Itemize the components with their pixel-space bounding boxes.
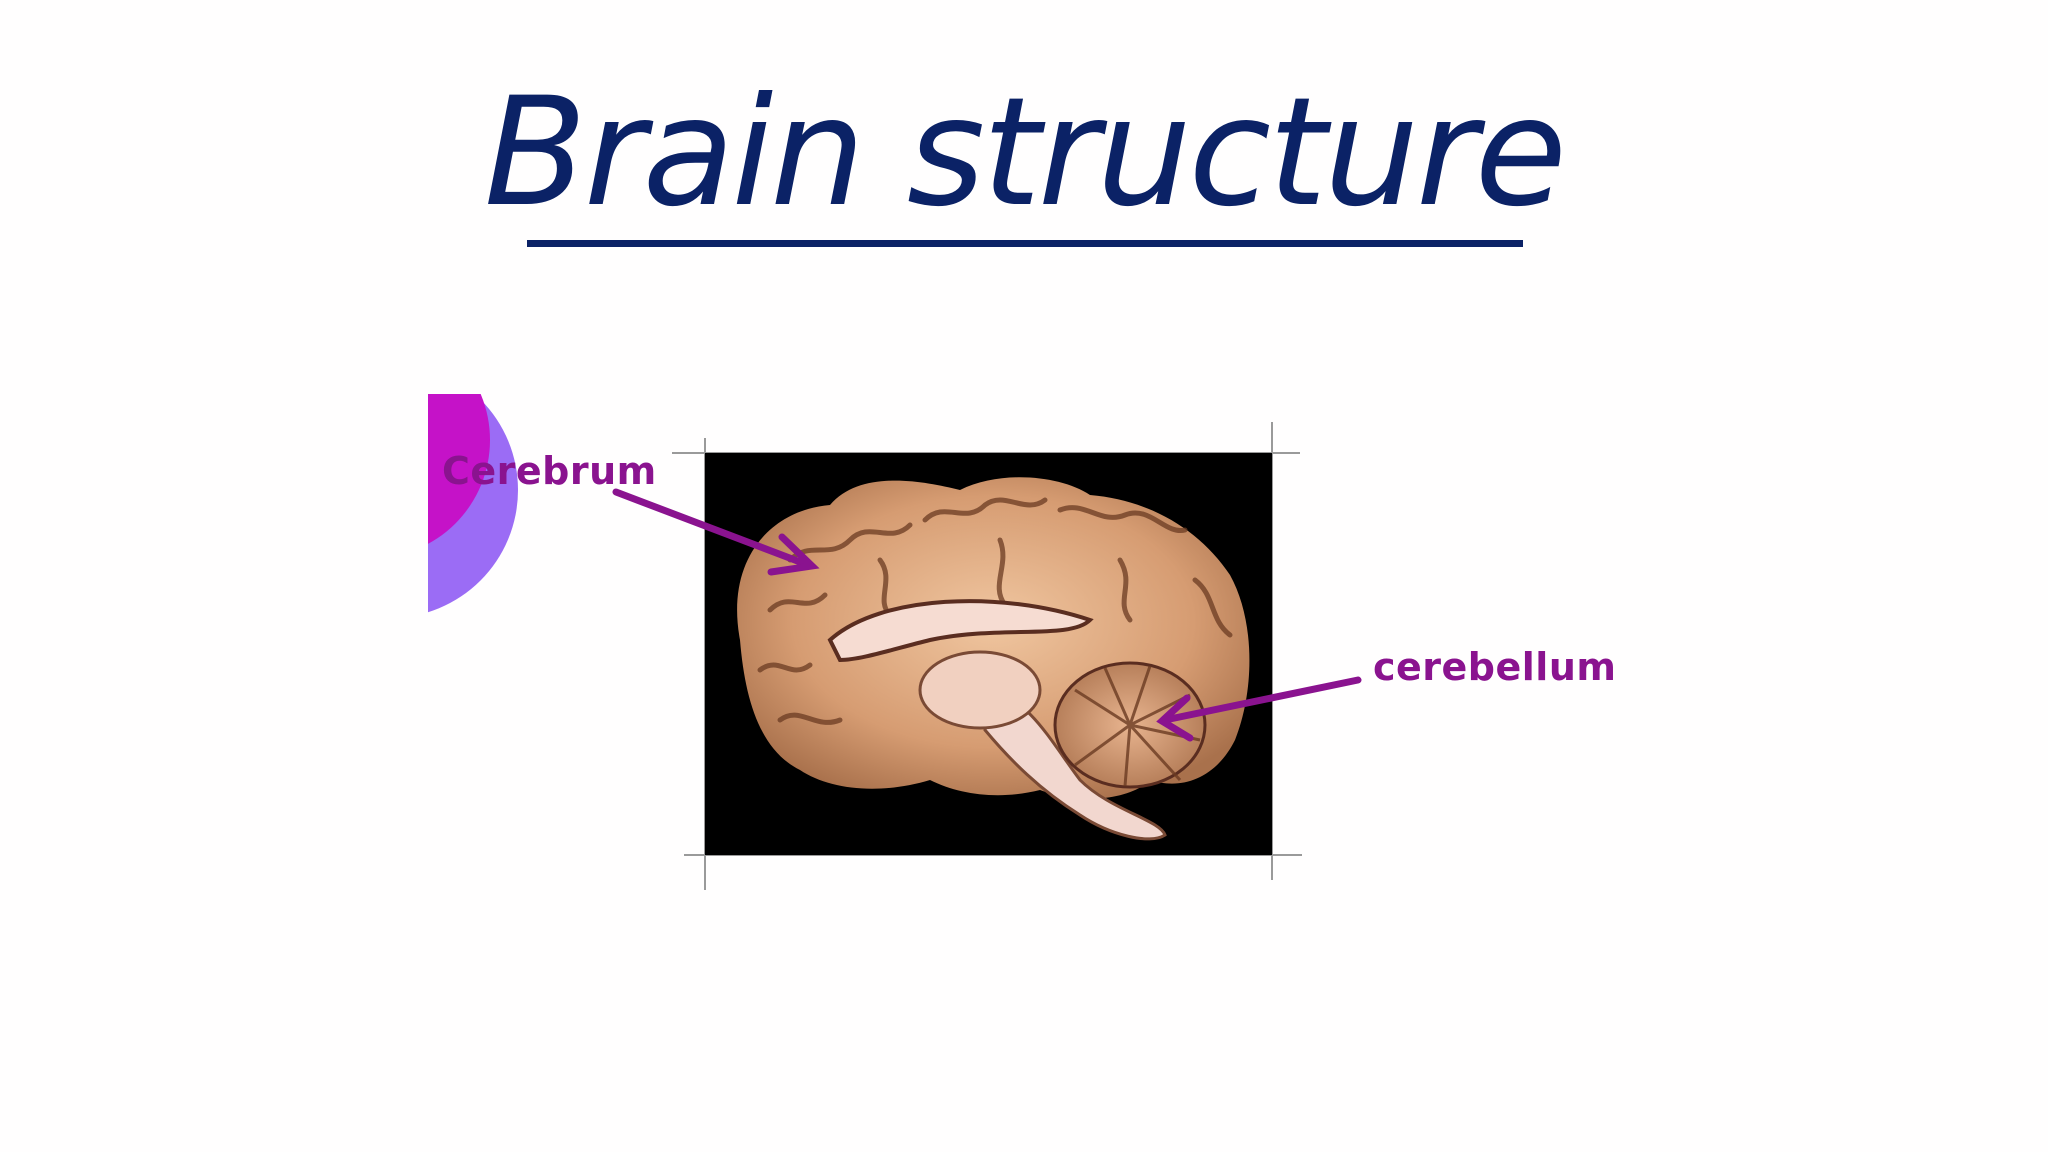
brain-illustration: [737, 477, 1250, 841]
cerebrum-label: Cerebrum: [442, 449, 657, 493]
decorative-circle-shape: [428, 394, 518, 613]
title-underline: [527, 240, 1523, 247]
cerebrum-arrow: [612, 488, 820, 576]
cerebellum-label: cerebellum: [1373, 645, 1617, 689]
cerebellum-arrow: [1156, 676, 1362, 742]
slide-title: Brain structure: [484, 66, 1567, 240]
